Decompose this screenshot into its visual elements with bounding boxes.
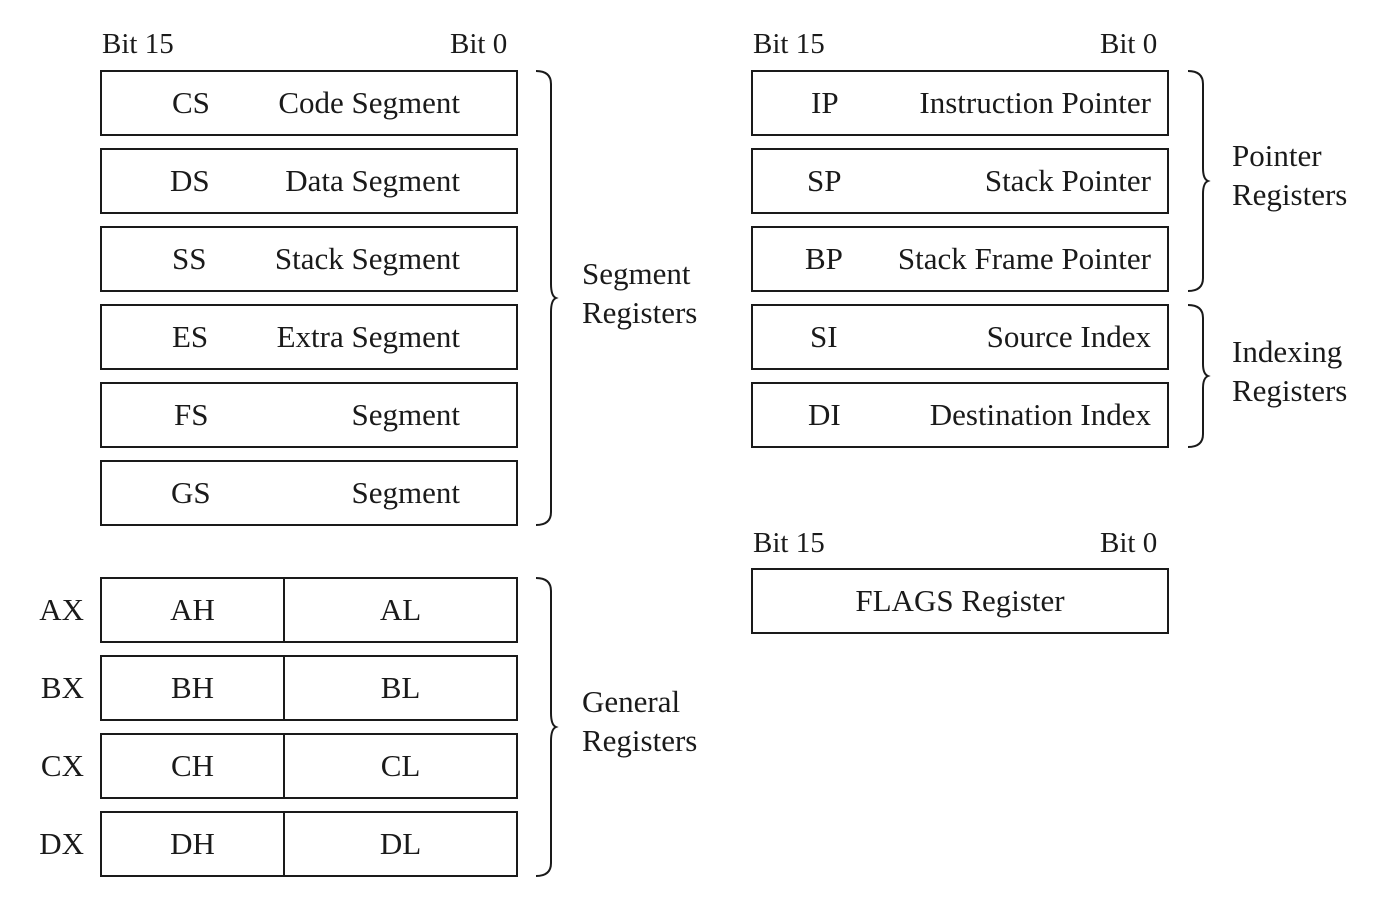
register-box-di: DI Destination Index [751,382,1169,448]
flags-bit15-label: Bit 15 [753,527,825,559]
register-abbr: DI [808,397,841,432]
register-box-sp: SP Stack Pointer [751,148,1169,214]
register-abbr: GS [171,475,211,510]
indexing-group-label: Indexing Registers [1232,334,1348,408]
low-byte-label: CL [380,748,421,783]
byte-divider [283,813,285,875]
register-name: Stack Frame Pointer [897,241,1151,276]
high-byte-label: DH [170,826,215,861]
register-name: Segment [351,475,461,510]
register-name: Destination Index [929,397,1151,432]
register-name: Data Segment [285,163,460,198]
register-name: Extra Segment [276,319,460,354]
register-box-ds: DS Data Segment [100,148,518,214]
low-byte-label: BL [380,670,421,705]
register-box-cx: CH CL [100,733,518,799]
register-label-ax: AX [39,592,84,627]
flags-register-label: FLAGS Register [855,583,1065,618]
byte-divider [283,735,285,797]
register-name: Stack Segment [274,241,460,276]
flags-bit0-label: Bit 0 [1100,527,1158,559]
register-label-dx: DX [39,826,84,861]
register-name: Source Index [986,319,1151,354]
register-box-flags: FLAGS Register [751,568,1169,634]
register-name: Instruction Pointer [919,85,1151,120]
high-byte-label: AH [170,592,215,627]
register-box-bp: BP Stack Frame Pointer [751,226,1169,292]
register-box-si: SI Source Index [751,304,1169,370]
register-name: Code Segment [278,85,460,120]
byte-divider [283,657,285,719]
segment-group-label: Segment Registers [582,256,698,330]
register-abbr: FS [174,397,209,432]
register-box-bx: BH BL [100,655,518,721]
general-group-label: General Registers [582,684,698,758]
register-box-fs: FS Segment [100,382,518,448]
register-box-ax: AH AL [100,577,518,643]
high-byte-label: BH [170,670,215,705]
pointer-brace [1187,70,1211,292]
indexing-brace [1187,304,1211,448]
general-brace [535,577,559,877]
register-box-es: ES Extra Segment [100,304,518,370]
segment-bit0-label: Bit 0 [450,28,508,60]
register-abbr: SS [172,241,207,276]
segment-bit15-label: Bit 15 [102,28,174,60]
register-name: Segment [351,397,461,432]
low-byte-label: DL [379,826,422,861]
register-box-dx: DH DL [100,811,518,877]
register-abbr: ES [172,319,209,354]
byte-divider [283,579,285,641]
low-byte-label: AL [379,592,422,627]
register-abbr: SI [810,319,838,354]
pointer-bit0-label: Bit 0 [1100,28,1158,60]
register-box-cs: CS Code Segment [100,70,518,136]
register-box-gs: GS Segment [100,460,518,526]
register-abbr: SP [807,163,842,198]
register-label-cx: CX [40,748,84,783]
register-name: Stack Pointer [984,163,1151,198]
pointer-group-label: Pointer Registers [1232,138,1348,212]
register-box-ip: IP Instruction Pointer [751,70,1169,136]
register-label-bx: BX [40,670,84,705]
segment-brace [535,70,559,526]
register-abbr: IP [811,85,839,120]
high-byte-label: CH [170,748,215,783]
register-abbr: CS [172,85,210,120]
pointer-bit15-label: Bit 15 [753,28,825,60]
register-box-ss: SS Stack Segment [100,226,518,292]
register-abbr: DS [170,163,210,198]
register-abbr: BP [805,241,843,276]
